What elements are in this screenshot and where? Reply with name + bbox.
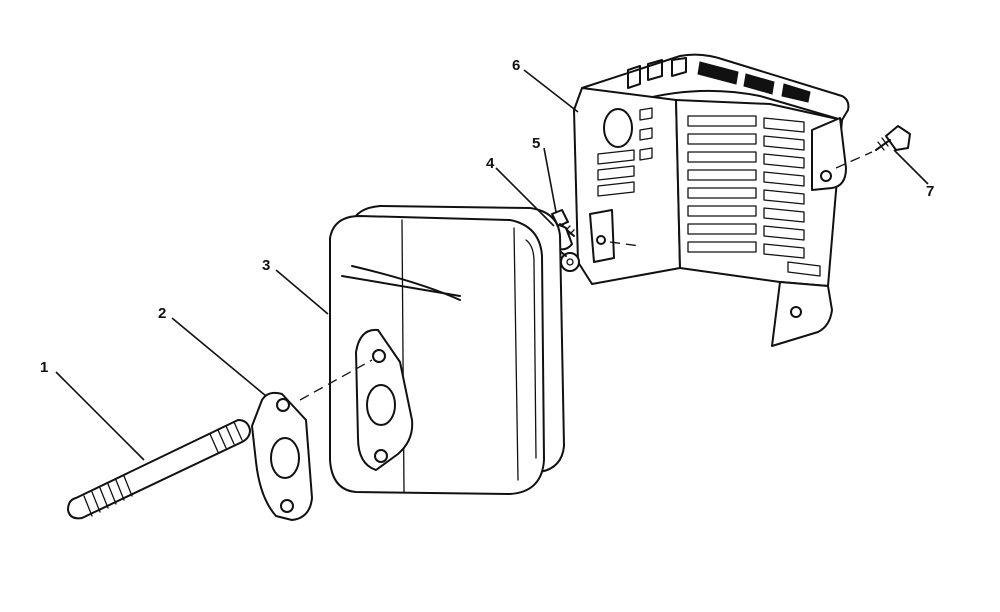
callout-1: 1 [40,359,48,376]
gasket-upper-hole [276,398,290,412]
callout-7: 7 [926,183,934,200]
muffler-lower-bolt-hole [374,449,388,463]
callout-6: 6 [512,57,520,74]
callout-2: 2 [158,305,166,322]
leader-lines [55,69,929,461]
shield-left-bolt-hole [596,235,606,245]
stud-part [67,419,251,520]
muffler-inlet-port [366,384,396,426]
alignment-lines [299,151,873,401]
shield-lower-bolt-hole [790,306,802,318]
callout-labels: 1 2 3 4 5 6 7 [40,57,934,376]
shield-inner-slots [687,115,821,277]
callout-4: 4 [486,155,495,172]
heat-shield-part [573,53,850,347]
gasket-part [251,391,313,521]
gasket-center-hole [270,437,300,479]
muffler-upper-bolt-hole [372,349,386,363]
bolt-part [875,125,911,151]
shield-right-bolt-hole [820,170,832,182]
gasket-lower-hole [280,499,294,513]
callout-3: 3 [262,257,270,274]
callout-5: 5 [532,135,540,152]
muffler-part [329,205,565,495]
shield-round-hole [603,108,633,148]
shield-top-slots [627,57,811,103]
shield-left-slots [597,107,653,197]
